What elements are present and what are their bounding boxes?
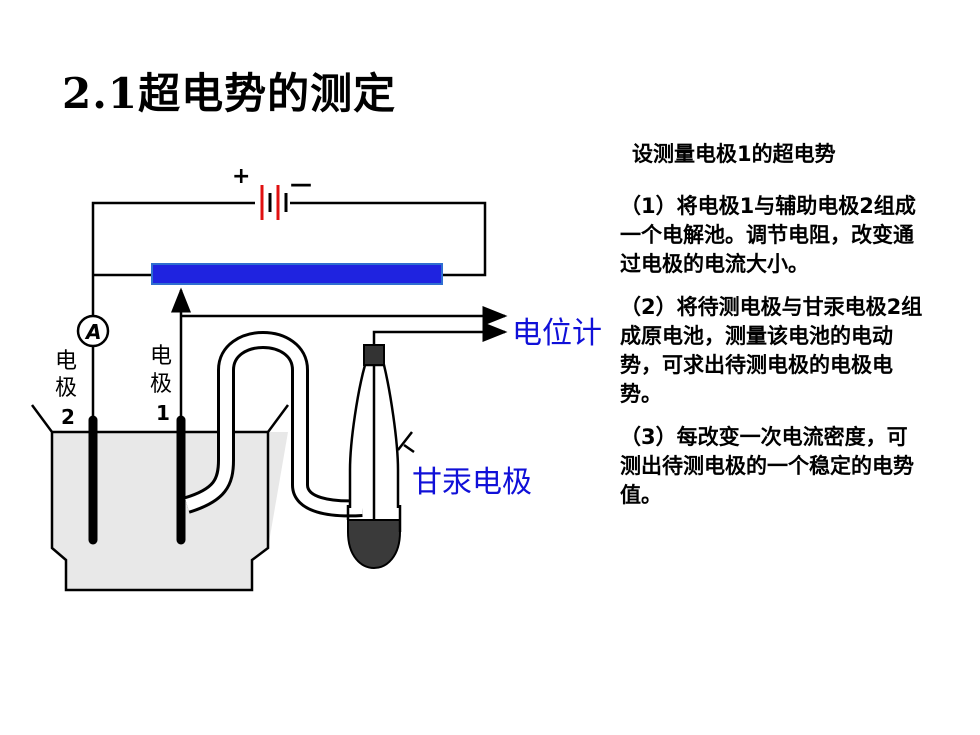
side-heading: 设测量电极1的超电势 xyxy=(632,142,836,166)
calomel-electrode-tube xyxy=(346,344,415,569)
electrode-2-label-char-2: 极 xyxy=(55,376,77,401)
ammeter xyxy=(76,314,110,348)
side-panel: 设测量电极1的超电势 （1）将电极1与辅助电极2组成一个电解池。调节电阻，改变通… xyxy=(620,138,940,524)
step-1-text: （1）将电极1与辅助电极2组成一个电解池。调节电阻，改变通过电极的电流大小。 xyxy=(620,194,916,276)
electrode-1-label-char-3: 1 xyxy=(156,401,170,425)
slide-title: 2.1超电势的测定 xyxy=(62,69,397,118)
electrode-2-label-char-1: 电 xyxy=(55,349,77,374)
slide-wire-resistor[interactable] xyxy=(151,263,443,285)
potentiometer-lead-lower xyxy=(372,322,508,345)
battery-minus-label: — xyxy=(290,172,312,197)
step-3-text: （3）每改变一次电流密度，可测出待测电极的一个稳定的电势值。 xyxy=(620,425,914,507)
electrode-2-label-char-3: 2 xyxy=(61,405,75,429)
electrode-1-label-char-2: 极 xyxy=(150,372,172,397)
battery-plus-label: + xyxy=(232,164,250,189)
electrode-1-label-char-1: 电 xyxy=(150,344,172,369)
ammeter-label: A xyxy=(84,320,101,344)
electrolytic-beaker xyxy=(30,404,290,592)
circuit-wire xyxy=(91,201,487,420)
step-2-text: （2）将待测电极与甘汞电极2组成原电池，测量该电池的电动势，可求出待测电极的电极… xyxy=(620,295,923,406)
battery xyxy=(260,185,288,220)
salt-bridge xyxy=(184,331,363,518)
potentiometer-label: 电位计 xyxy=(512,316,602,351)
calomel-electrode-label: 甘汞电极 xyxy=(412,465,532,500)
